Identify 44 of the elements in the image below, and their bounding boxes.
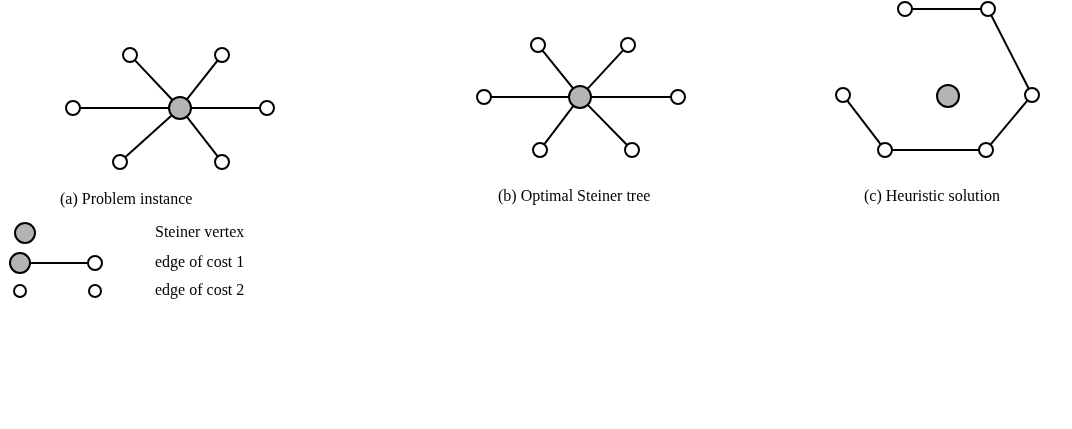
graph-edge bbox=[541, 49, 575, 90]
graph-edge bbox=[891, 149, 980, 151]
terminal-vertex bbox=[670, 89, 686, 105]
graph-edge bbox=[911, 8, 982, 10]
steiner-vertex bbox=[568, 85, 592, 109]
graph-edge bbox=[185, 115, 219, 158]
terminal-vertex bbox=[65, 100, 81, 116]
terminal-vertex bbox=[476, 89, 492, 105]
caption: (b) Optimal Steiner tree bbox=[498, 187, 651, 205]
caption: (c) Heuristic solution bbox=[864, 187, 1000, 205]
graph-edge bbox=[124, 114, 173, 159]
terminal-vertex bbox=[530, 37, 546, 53]
graph-edge bbox=[846, 99, 882, 146]
caption: (a) Problem instance bbox=[60, 190, 193, 208]
graph-edge bbox=[586, 49, 625, 90]
steiner-vertex bbox=[936, 84, 960, 108]
terminal-vertex bbox=[532, 142, 548, 158]
graph-edge bbox=[185, 59, 219, 101]
terminal-vertex bbox=[877, 142, 893, 158]
graph-edge bbox=[586, 103, 629, 146]
graph-edge bbox=[190, 107, 261, 109]
graph-edge bbox=[79, 107, 170, 109]
graph-edge bbox=[133, 59, 174, 101]
terminal-vertex bbox=[122, 47, 138, 63]
terminal-vertex bbox=[214, 47, 230, 63]
terminal-vertex bbox=[897, 1, 913, 17]
legend-label: Steiner vertex bbox=[155, 223, 245, 241]
terminal-vertex bbox=[624, 142, 640, 158]
terminal-vertex bbox=[620, 37, 636, 53]
graph-edge bbox=[490, 96, 570, 98]
terminal-vertex bbox=[1024, 87, 1040, 103]
graph-edge bbox=[990, 14, 1030, 90]
legend-label: edge of cost 2 bbox=[155, 281, 245, 299]
steiner-vertex bbox=[168, 96, 192, 120]
terminal-vertex bbox=[259, 100, 275, 116]
terminal-vertex bbox=[112, 154, 128, 170]
terminal-vertex bbox=[978, 142, 994, 158]
graph-edge bbox=[989, 99, 1029, 146]
terminal-vertex bbox=[980, 1, 996, 17]
terminal-vertex bbox=[835, 87, 851, 103]
graph-edge bbox=[590, 96, 672, 98]
terminal-vertex bbox=[214, 154, 230, 170]
legend-label: edge of cost 1 bbox=[155, 253, 245, 271]
graph-edge bbox=[543, 104, 575, 146]
